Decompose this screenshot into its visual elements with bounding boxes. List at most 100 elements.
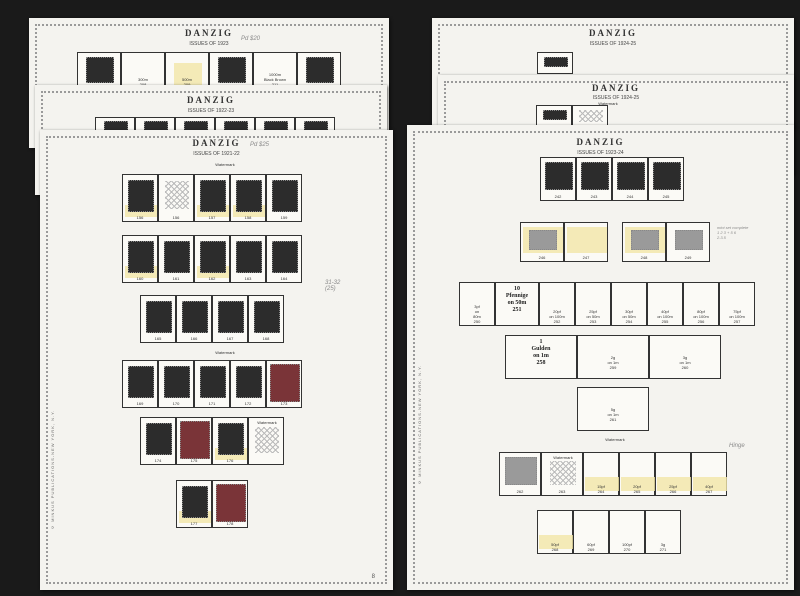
stamp-space: 60pf 269 — [573, 510, 609, 554]
album-page-front-right: © MINKUS PUBLICATIONS-NEW YORK, N.Y. DAN… — [407, 125, 794, 590]
copyright: © MINKUS PUBLICATIONS-NEW YORK, N.Y. — [50, 409, 55, 530]
stamp — [218, 423, 244, 455]
stamp-space: 20pf 265 — [619, 452, 655, 496]
stamp-space: 3g 271 — [645, 510, 681, 554]
surcharge-type: 1 Gulden on 1m 258 — [531, 339, 551, 366]
stamp — [128, 241, 154, 273]
stamp-label: 167 — [226, 336, 234, 341]
hinge-mark — [567, 227, 607, 253]
stamp-label: 157 — [208, 215, 216, 220]
stamp — [581, 162, 609, 190]
stamp-label: 172 — [244, 401, 252, 406]
stamp-space: 100pf 270 — [609, 510, 645, 554]
stamp-label: 3g 271 — [659, 542, 667, 552]
page-subtitle: ISSUES OF 1922-23 — [187, 108, 235, 114]
stamp-space: 160 — [122, 235, 158, 283]
hinge-mark — [539, 535, 573, 549]
stamp — [272, 180, 298, 212]
stamp-space: 165 — [140, 295, 176, 343]
stamp-label: 1000m Black Brown 211 — [263, 72, 287, 87]
watermark-pattern — [255, 427, 279, 453]
pencil-note: Pd $20 — [241, 36, 261, 42]
stamp-label: 249 — [684, 255, 692, 260]
page-title: DANZIG — [591, 83, 640, 93]
stamp-space: 163 — [230, 235, 266, 283]
stamp-space: 249 — [666, 222, 710, 262]
stamp — [218, 57, 246, 83]
stamp-space: 174 — [140, 417, 176, 465]
stamp — [164, 366, 190, 398]
stamp — [675, 230, 703, 250]
stamp-label: 100pf 270 — [621, 542, 632, 552]
stamp-label: 165 — [154, 336, 162, 341]
stamp-space: 175 — [176, 417, 212, 465]
stamp-space: 10 Pfennige on 50m 251 — [495, 282, 539, 326]
stamp-space: 161 — [158, 235, 194, 283]
stamp-label: 243 — [590, 194, 598, 199]
stamp — [182, 486, 208, 518]
stamp — [545, 162, 573, 190]
stamp-label: 50pf 268 — [551, 542, 559, 552]
stamp — [306, 57, 334, 83]
stamp-label: 30pf on 50m 254 — [622, 309, 636, 324]
page-title: DANZIG — [588, 28, 637, 38]
stamp — [200, 366, 226, 398]
stamp-space: 25pf 266 — [655, 452, 691, 496]
stamp-space: 171 — [194, 360, 230, 408]
stamp-label: 178 — [226, 521, 234, 526]
stamp-space: 30pf on 50m 254 — [611, 282, 647, 326]
stamp-label: 173 — [280, 401, 288, 406]
stamp-label: 247 — [582, 255, 590, 260]
watermark-pattern — [550, 461, 576, 485]
watermark-caption: Watermark — [257, 420, 277, 425]
stamp-space: 248 — [622, 222, 666, 262]
stamp-label: 300m 208 — [137, 77, 148, 87]
stamp-label: 174 — [154, 458, 162, 463]
stamp-space: 169 — [122, 360, 158, 408]
watermark-caption: Watermark — [215, 162, 235, 167]
page-title: DANZIG — [186, 95, 235, 105]
hinge-mark — [693, 477, 727, 491]
stamp-space: 244 — [612, 157, 648, 201]
stamp-space: 178 — [212, 480, 248, 528]
pencil-note: Pd $25 — [250, 142, 270, 148]
stamp-space: 158 — [230, 174, 266, 222]
stamp-label: 20pf on 100m 252 — [549, 309, 565, 324]
stamp-label: 3pf on 80m 250 — [473, 304, 481, 324]
stamp — [544, 57, 568, 67]
page-subtitle: ISSUES OF 1921-22 — [193, 151, 240, 157]
stamp — [146, 423, 172, 455]
surcharge-type: 10 Pfennige on 50m 251 — [505, 286, 529, 313]
stamp-space: Watermark — [248, 417, 284, 465]
watermark-pattern — [579, 110, 603, 122]
stamp-label: 2g on 1m 259 — [607, 355, 619, 370]
stamp-label: 177 — [190, 521, 198, 526]
stamp-space: 80pf on 100m 256 — [683, 282, 719, 326]
stamp-label: 248 — [640, 255, 648, 260]
pencil-note: mint set complete 1 2 3 + 5 6 2.3.5 — [717, 225, 749, 240]
stamp-label: 500m 209 — [181, 77, 192, 87]
pencil-note: Hinge — [729, 443, 745, 449]
stamp-label: 158 — [244, 215, 252, 220]
stamp-label: 176 — [226, 458, 234, 463]
stamp — [236, 366, 262, 398]
stamp-space: 156 — [158, 174, 194, 222]
stamp-label: 15pf 264 — [597, 484, 605, 494]
stamp-space: 162 — [194, 235, 230, 283]
watermark-caption: Watermark — [215, 350, 235, 355]
stamp-space — [537, 52, 573, 74]
stamp — [617, 162, 645, 190]
page-subtitle: ISSUES OF 1923-24 — [577, 150, 624, 156]
stamp-space: 159 — [266, 174, 302, 222]
stamp-space: 40pf 267 — [691, 452, 727, 496]
stamp-space: 245 — [648, 157, 684, 201]
stamp-label: 163 — [244, 276, 252, 281]
stamp — [236, 241, 262, 273]
stamp — [164, 241, 190, 273]
stamp-label: 169 — [136, 401, 144, 406]
stamp — [505, 457, 537, 485]
stamp-space: 166 — [176, 295, 212, 343]
stamp — [270, 364, 300, 402]
stamp — [146, 301, 172, 333]
